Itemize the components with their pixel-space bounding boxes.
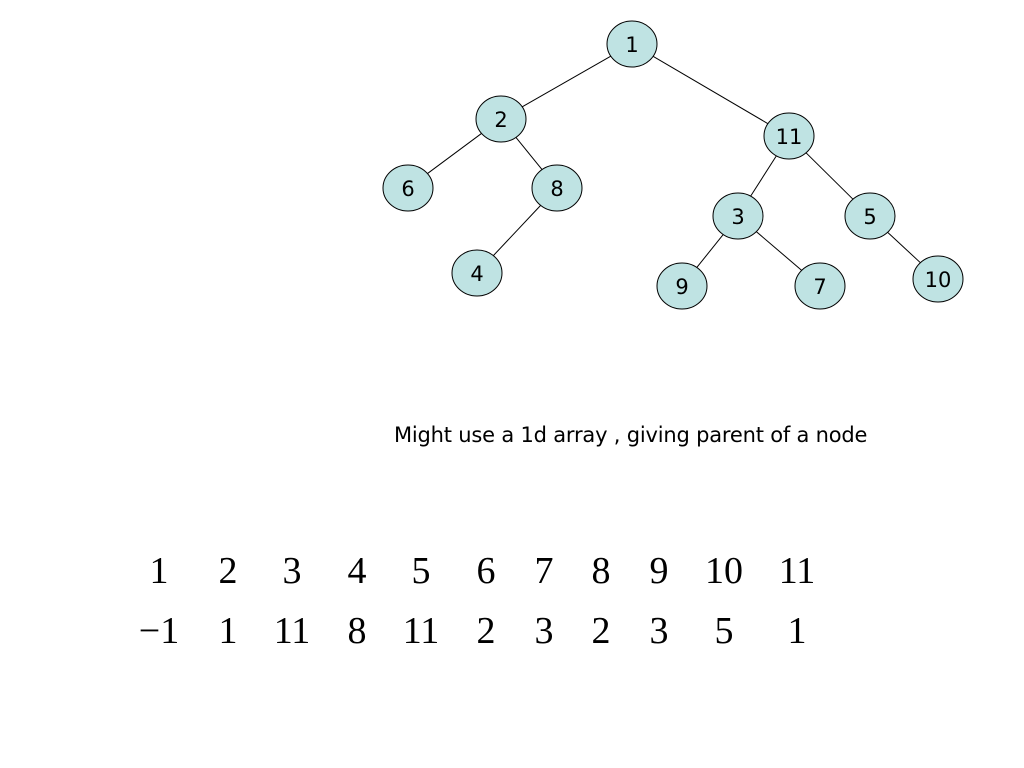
node-label: 7 xyxy=(813,275,826,299)
edge-n8-n4 xyxy=(493,205,541,256)
node-circle xyxy=(794,262,846,310)
node-label: 1 xyxy=(625,33,638,57)
node-label: 9 xyxy=(675,275,688,299)
node-circle xyxy=(451,249,503,297)
edge-n2-n6 xyxy=(427,133,482,174)
node-circle xyxy=(656,262,708,310)
node-label: 3 xyxy=(731,205,744,229)
tree-node-8: 8 xyxy=(531,164,583,212)
tree-node-4: 4 xyxy=(451,249,503,297)
edge-n11-n3 xyxy=(750,155,777,197)
edge-n11-n5 xyxy=(805,152,854,200)
node-label: 8 xyxy=(550,177,563,201)
tree-node-7: 7 xyxy=(794,262,846,310)
node-label: 6 xyxy=(401,177,414,201)
node-circle xyxy=(712,192,764,240)
tree-node-2: 2 xyxy=(475,95,527,143)
edge-n1-n11 xyxy=(652,55,769,125)
node-label: 5 xyxy=(863,205,876,229)
node-label: 2 xyxy=(494,108,507,132)
node-label: 10 xyxy=(925,268,952,292)
node-circle xyxy=(763,112,815,160)
node-label: 11 xyxy=(776,125,803,149)
tree-node-3: 3 xyxy=(712,192,764,240)
edge-n2-n8 xyxy=(515,137,543,170)
node-circle xyxy=(382,164,434,212)
tree-node-5: 5 xyxy=(844,192,896,240)
tree-node-6: 6 xyxy=(382,164,434,212)
tree-edges xyxy=(427,55,921,271)
tree-node-1: 1 xyxy=(606,20,658,68)
node-circle xyxy=(912,255,964,303)
edge-n1-n2 xyxy=(521,55,612,108)
edge-n5-n10 xyxy=(887,231,921,264)
caption-text: Might use a 1d array , giving parent of … xyxy=(394,423,868,447)
edge-n3-n7 xyxy=(756,231,802,271)
tree-nodes: 1 2 11 6 8 3 5 4 9 7 10 xyxy=(382,20,964,310)
node-circle xyxy=(531,164,583,212)
tree-node-11: 11 xyxy=(763,112,815,160)
node-label: 4 xyxy=(470,262,483,286)
tree-node-10: 10 xyxy=(912,255,964,303)
node-circle xyxy=(844,192,896,240)
node-circle xyxy=(475,95,527,143)
node-circle xyxy=(606,20,658,68)
edge-n3-n9 xyxy=(696,234,724,268)
tree-node-9: 9 xyxy=(656,262,708,310)
